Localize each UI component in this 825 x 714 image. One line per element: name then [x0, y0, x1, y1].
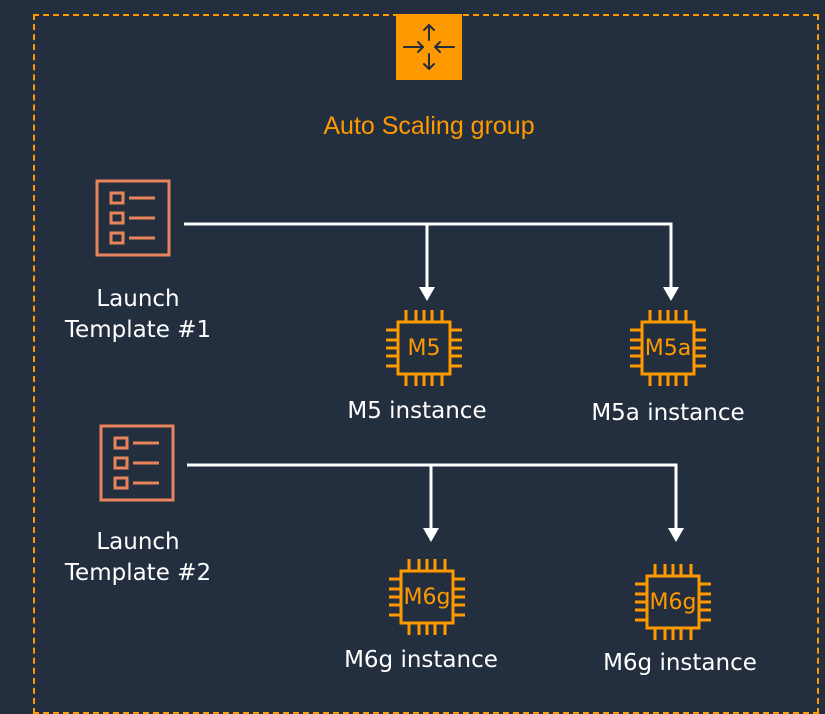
- m6g-instance-a-chip-icon: M6g: [387, 557, 467, 637]
- m6g-instance-b-chip-icon: M6g: [633, 562, 713, 642]
- auto-scaling-icon: [396, 14, 462, 80]
- launch-template-2-label: Launch Template #2: [48, 527, 228, 589]
- connector-lines: [184, 222, 684, 542]
- m5a-instance-chip-icon: M5a: [628, 308, 708, 388]
- launch-template-1-icon: [94, 178, 172, 258]
- m6g-instance-b-label: M6g instance: [603, 650, 757, 676]
- launch-template-1-label-line1: Launch: [96, 286, 180, 312]
- launch-template-2-icon: [98, 423, 176, 503]
- m6g-a-chip-label: M6g: [403, 584, 451, 610]
- launch-template-1-label: Launch Template #1: [48, 284, 228, 346]
- m6g-instance-a-label: M6g instance: [344, 647, 498, 673]
- connector-template-1: [184, 222, 673, 289]
- m5-instance-chip-icon: M5: [384, 308, 464, 388]
- arrowhead-m6g-b: [668, 528, 684, 542]
- connector-template-2: [187, 463, 678, 530]
- launch-template-2-label-line1: Launch: [96, 529, 180, 555]
- launch-template-1-label-line2: Template #1: [64, 317, 212, 343]
- arrowhead-m6g-a: [423, 528, 439, 542]
- m5-instance-label: M5 instance: [347, 398, 487, 424]
- m6g-b-chip-label: M6g: [649, 589, 697, 615]
- auto-scaling-group-label: Auto Scaling group: [323, 112, 535, 140]
- m5-chip-label: M5: [407, 335, 441, 361]
- arrowhead-m5: [419, 287, 435, 301]
- launch-template-2-label-line2: Template #2: [64, 560, 212, 586]
- m5a-instance-label: M5a instance: [591, 400, 745, 426]
- arrowhead-m5a: [663, 287, 679, 301]
- m5a-chip-label: M5a: [644, 335, 692, 361]
